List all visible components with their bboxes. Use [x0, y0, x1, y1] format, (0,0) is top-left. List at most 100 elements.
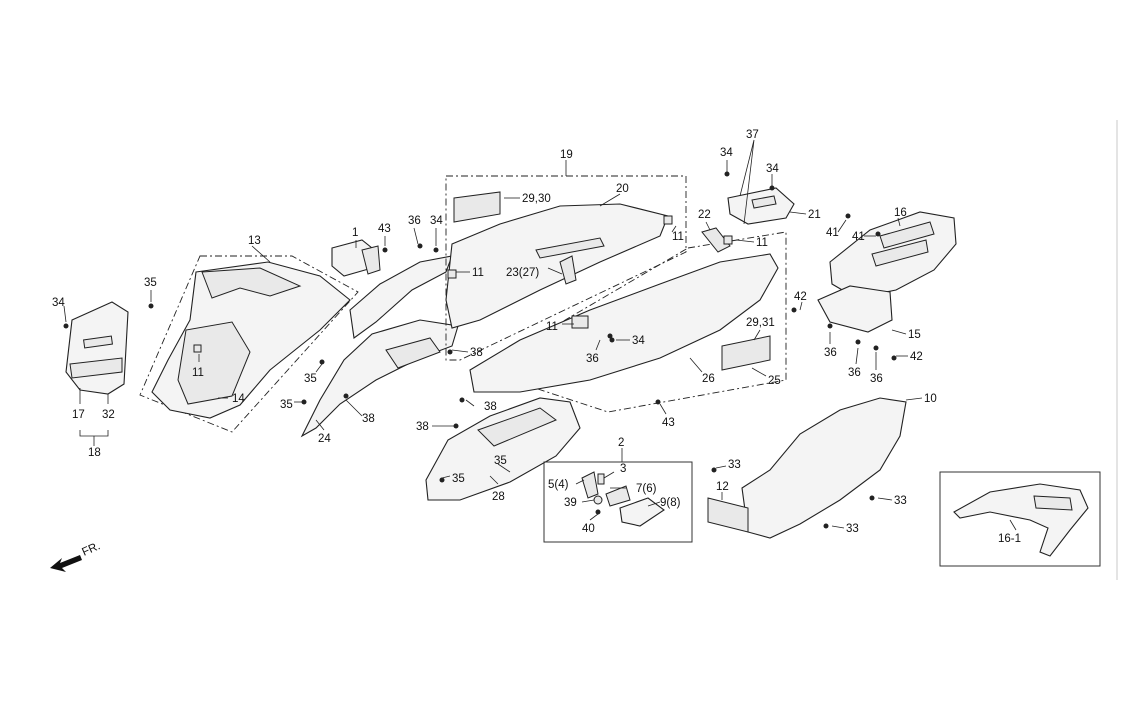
part-grab-rail-16-1 — [953, 483, 1089, 557]
arrow-icon — [50, 555, 82, 572]
part-panel-17 — [65, 301, 129, 395]
callout-5-4: 5(4) — [548, 479, 569, 491]
callout-43: 43 — [378, 223, 391, 235]
callout-9-8: 9(8) — [660, 497, 681, 509]
callout-37: 37 — [746, 129, 759, 141]
group-outline-13 — [139, 255, 359, 433]
callout-19: 19 — [560, 149, 573, 161]
group-outline-19 — [445, 175, 687, 361]
callout-17: 17 — [72, 409, 85, 421]
part-grab-rail-16-slot-b — [871, 239, 929, 267]
callout-34-c: 34 — [632, 335, 645, 347]
callout-41-b: 41 — [852, 231, 865, 243]
part-bolt-40 — [595, 509, 601, 515]
callout-35: 35 — [144, 277, 157, 289]
callout-33-b: 33 — [894, 495, 907, 507]
callout-36-d: 36 — [848, 367, 861, 379]
clip-11-right — [723, 235, 733, 245]
callout-35-b: 35 — [304, 373, 317, 385]
part-front-cover-opening — [177, 321, 251, 405]
callout-43-b: 43 — [662, 417, 675, 429]
callout-36-b: 36 — [586, 353, 599, 365]
part-footrest-1-bracket — [361, 245, 381, 275]
bolt-marks — [63, 171, 897, 529]
part-panel-32-window — [83, 335, 113, 349]
label-decal-29-30 — [453, 191, 501, 223]
callout-12: 12 — [716, 481, 729, 493]
callout-38: 38 — [470, 347, 483, 359]
callout-26: 26 — [702, 373, 715, 385]
callout-38-d: 38 — [484, 401, 497, 413]
callout-24: 24 — [318, 433, 331, 445]
callout-34-b: 34 — [430, 215, 443, 227]
callout-38-b: 38 — [362, 413, 375, 425]
part-side-rail-24-grille — [385, 337, 441, 369]
callout-11-c: 11 — [472, 267, 484, 279]
callout-14: 14 — [232, 393, 245, 405]
part-bracket-15 — [817, 285, 893, 333]
callout-36: 36 — [408, 215, 421, 227]
callout-35-c: 35 — [280, 399, 293, 411]
part-footpeg-9 — [619, 497, 665, 527]
callout-32: 32 — [102, 409, 115, 421]
part-plate-7 — [605, 485, 631, 507]
callout-16: 16 — [894, 207, 907, 219]
part-upper-panel-20-trim — [535, 237, 605, 259]
callout-16-1: 16-1 — [998, 533, 1021, 545]
callout-18: 18 — [88, 447, 101, 459]
group-outline-2 — [543, 461, 693, 543]
callout-13: 13 — [248, 235, 261, 247]
clip-11-upper-left — [447, 269, 457, 279]
part-mud-flap-12 — [707, 497, 749, 533]
callout-11-d: 11 — [546, 321, 558, 333]
part-trim-22 — [701, 227, 731, 253]
clip-11-center — [571, 315, 589, 329]
callout-11-b: 11 — [672, 231, 684, 243]
callout-25: 25 — [768, 375, 781, 387]
callout-42-b: 42 — [910, 351, 923, 363]
callout-15: 15 — [908, 329, 921, 341]
callout-38-c: 38 — [416, 421, 429, 433]
callout-20: 20 — [616, 183, 629, 195]
callout-22: 22 — [698, 209, 711, 221]
part-bracket-5 — [581, 471, 599, 499]
front-direction-arrow: FR. — [50, 540, 102, 572]
part-rear-fender-10 — [741, 397, 907, 539]
callout-33-c: 33 — [846, 523, 859, 535]
callout-10: 10 — [924, 393, 937, 405]
callout-11: 11 — [192, 367, 204, 379]
inset-box-16-1 — [939, 471, 1101, 567]
callout-34-e: 34 — [766, 163, 779, 175]
callout-7-6: 7(6) — [636, 483, 657, 495]
part-side-cover-28-grille — [477, 407, 557, 447]
callout-40: 40 — [582, 523, 595, 535]
callout-36-e: 36 — [870, 373, 883, 385]
callout-39: 39 — [564, 497, 577, 509]
part-upper-panel-20 — [445, 203, 669, 329]
callout-36-c: 36 — [824, 347, 837, 359]
callout-34-d: 34 — [720, 147, 733, 159]
part-side-rail-upper — [349, 255, 453, 339]
callout-23-27: 23(27) — [506, 267, 539, 279]
part-bracket-23 — [559, 255, 577, 285]
leader-lines — [63, 139, 1017, 531]
callout-29-31: 29,31 — [746, 317, 775, 329]
part-washer-39 — [593, 495, 603, 505]
part-side-rail-24 — [300, 319, 459, 438]
part-side-cover-26 — [469, 253, 779, 393]
part-panel-32-vent — [69, 357, 123, 379]
clip-11-front — [193, 344, 202, 353]
callout-41: 41 — [826, 227, 839, 239]
callout-33: 33 — [728, 459, 741, 471]
part-top-cover-21-slot — [751, 195, 777, 209]
label-decal-29-31 — [721, 335, 771, 371]
part-pin-3 — [597, 473, 605, 485]
callout-3: 3 — [620, 463, 626, 475]
part-grab-rail-16-1-slot — [1033, 495, 1073, 511]
callout-28: 28 — [492, 491, 505, 503]
callout-29-30: 29,30 — [522, 193, 551, 205]
callout-42: 42 — [794, 291, 807, 303]
callout-34: 34 — [52, 297, 65, 309]
